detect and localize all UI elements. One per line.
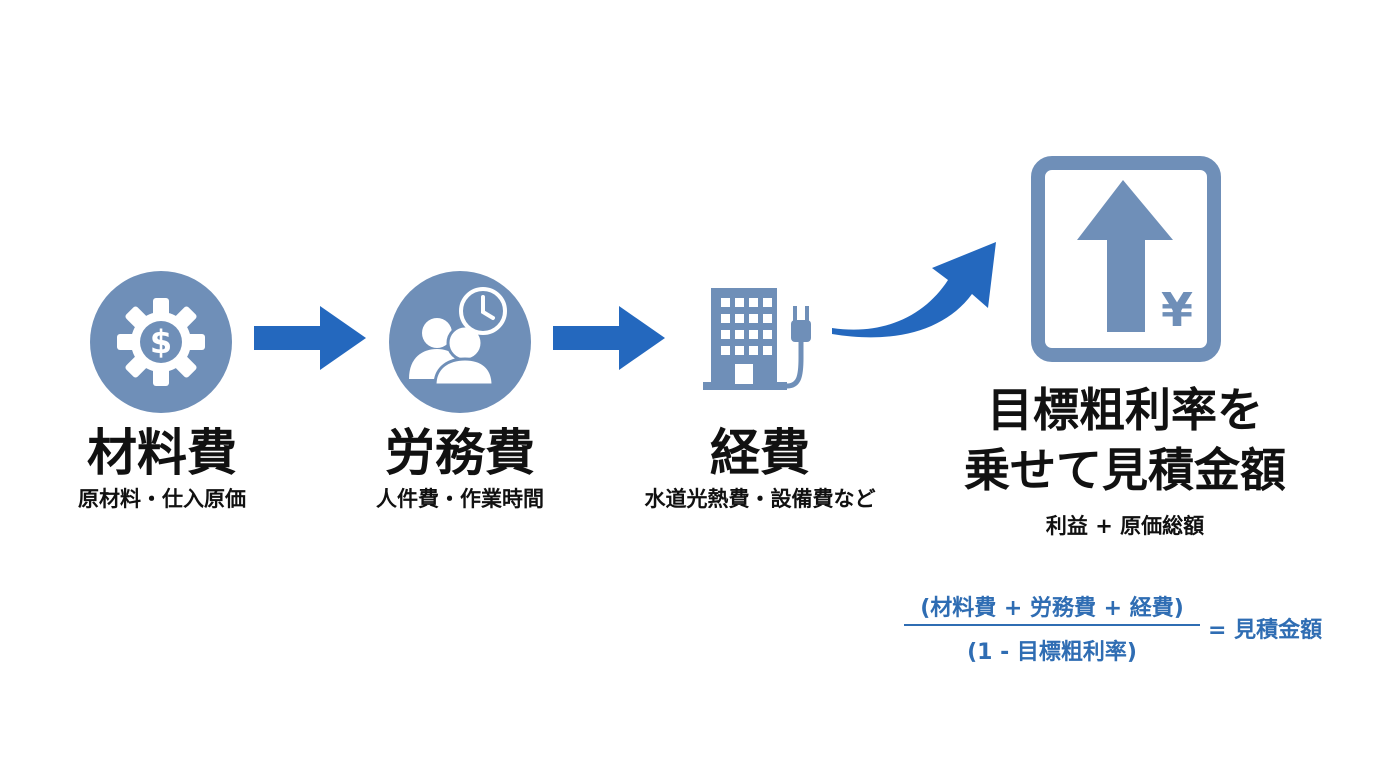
yen-up-arrow-icon: ¥ — [1031, 156, 1221, 362]
dollar-gear-icon: $ — [90, 271, 232, 413]
curved-arrow-icon — [830, 236, 1002, 344]
result-subtitle: 利益 + 原価総額 — [1045, 514, 1205, 538]
svg-text:$: $ — [150, 323, 172, 361]
step-title-labor: 労務費 — [385, 424, 535, 482]
step-subtitle-materials: 原材料・仕入原価 — [78, 487, 246, 511]
formula-result: = 見積金額 — [1208, 618, 1323, 643]
step-subtitle-expenses: 水道光熱費・設備費など — [644, 487, 876, 511]
step-title-materials: 材料費 — [87, 424, 237, 482]
building-plug-icon — [703, 288, 825, 390]
formula-numerator: (材料費 + 労務費 + 経費) — [920, 596, 1184, 621]
result-title-line2: 乗せて見積金額 — [964, 443, 1286, 497]
arrow-right-icon — [254, 306, 366, 374]
arrow-right-icon — [553, 306, 665, 374]
step-title-expenses: 経費 — [710, 424, 810, 482]
step-subtitle-labor: 人件費・作業時間 — [376, 487, 544, 511]
svg-text:¥: ¥ — [1161, 283, 1193, 337]
formula-fraction-line — [904, 624, 1200, 626]
people-clock-icon — [389, 271, 531, 413]
formula-denominator: (1 - 目標粗利率) — [967, 640, 1137, 665]
result-title-line1: 目標粗利率を — [987, 383, 1263, 437]
